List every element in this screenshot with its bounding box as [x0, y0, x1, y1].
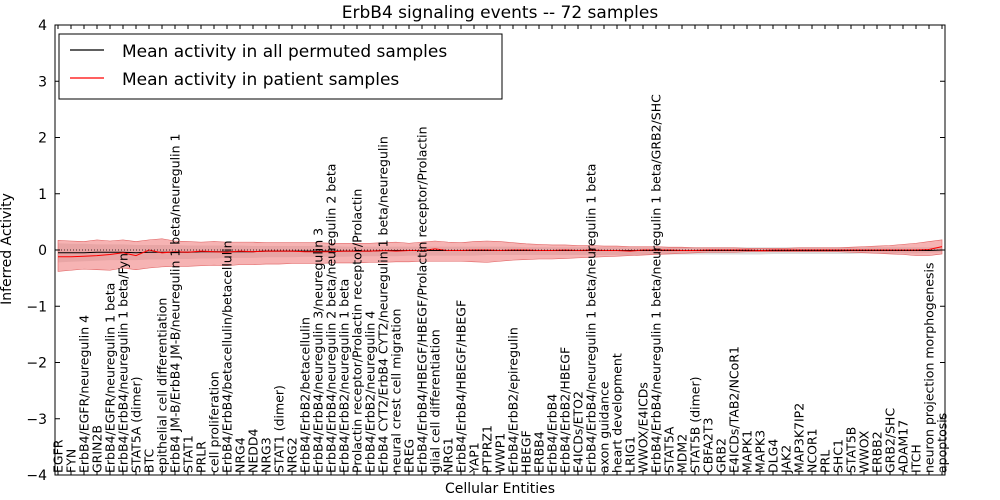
series-line-1: [58, 246, 943, 258]
y-tick-label: −1: [26, 299, 47, 315]
x-axis-label: Cellular Entities: [445, 481, 555, 497]
x-category-label: DLG4: [766, 439, 781, 473]
legend: Mean activity in all permuted samples Me…: [58, 33, 503, 100]
x-category-label: GRB2/SHC: [883, 408, 898, 473]
x-category-label: EREG: [402, 439, 417, 473]
x-category-label: ErbB4/ErbB4/neuregulin 1 beta/neuregulin…: [584, 164, 599, 473]
x-category-label: glial cell differentiation: [428, 329, 443, 473]
x-category-label: ErbB4/EGFR/neuregulin 1 beta: [103, 283, 118, 473]
x-category-label: ERBB2: [870, 431, 885, 473]
x-category-label: NRG3: [259, 437, 274, 473]
x-category-label: STAT1: [181, 435, 196, 473]
x-category-label: WWP1: [493, 433, 508, 473]
x-category-label: MAPK3: [753, 430, 768, 473]
y-tick-label: 1: [38, 187, 47, 203]
x-category-label: E4ICDs/ETO2: [571, 391, 586, 473]
x-category-label: NEDD4: [246, 429, 261, 473]
x-category-label: CBFA2T3: [701, 418, 716, 473]
x-category-label: WWOX/E4ICDs: [636, 382, 651, 473]
x-category-label: LRIG1: [623, 436, 638, 473]
x-category-label: NRG1: [441, 437, 456, 473]
x-category-label: STAT5A (dimer): [129, 377, 144, 473]
x-category-label: neural crest cell migration: [389, 309, 404, 473]
y-tick-label: −3: [26, 412, 47, 428]
x-category-label: NRG2: [285, 437, 300, 473]
x-category-label: ErbB4/ErbB2/epiregulin: [506, 327, 521, 473]
x-category-label: MDM2: [675, 434, 690, 473]
series-band-1: [57, 238, 943, 272]
x-category-label: WWOX: [857, 430, 872, 473]
x-category-label: ErbB4/ErbB2/HBEGF: [558, 347, 573, 473]
x-category-label: apoptosis: [935, 413, 950, 473]
x-category-label: HBEGF: [519, 430, 534, 473]
legend-label-patient: Mean activity in patient samples: [122, 70, 399, 90]
x-category-label: ErbB4/ErbB2/neuregulin 1 beta: [337, 279, 352, 473]
y-tick-label: −4: [26, 468, 47, 484]
x-category-label: heart development: [610, 353, 625, 473]
x-category-label: YAP1: [467, 442, 482, 474]
x-category-label: JAK2: [779, 445, 794, 474]
x-category-label: Prolactin receptor/Prolactin receptor/Pr…: [350, 189, 365, 473]
x-category-label: GRIN2B: [90, 425, 105, 473]
x-category-label: MAPK1: [740, 430, 755, 473]
x-category-label: FYN: [64, 449, 79, 473]
x-category-label: EGFR: [51, 439, 66, 473]
x-category-label: ErbB4/ErbB4: [545, 394, 560, 473]
x-category-label: STAT5B: [844, 427, 859, 473]
y-tick-label: 2: [38, 131, 47, 147]
y-tick-label: 4: [38, 18, 47, 34]
legend-label-permuted: Mean activity in all permuted samples: [122, 42, 447, 62]
x-category-label: MAP3K7IP2: [792, 403, 807, 473]
x-category-label: ErbB4/ErbB4/HBEGF/HBEGF: [454, 300, 469, 473]
x-category-label: ErbB4 JM-B/ErbB4 JM-B/neuregulin 1 beta/…: [168, 134, 183, 473]
x-category-label: ErbB4 CYT2/ErbB4 CYT2/neuregulin 1 beta/…: [376, 136, 391, 473]
x-category-label: BTC: [142, 449, 157, 473]
x-category-label: ErbB4/ErbB4/neuregulin 2 beta/neuregulin…: [324, 164, 339, 473]
y-axis-label: Inferred Activity: [0, 193, 15, 305]
y-tick-label: 0: [38, 243, 47, 259]
x-category-label: STAT5B (dimer): [688, 377, 703, 473]
x-category-label: ErbB4/ErbB2/neuregulin 4: [363, 311, 378, 473]
x-category-label: SHC1: [831, 439, 846, 473]
x-category-label: NCOR1: [805, 428, 820, 473]
x-category-label: ErbB4/ErbB2/betacellulin: [298, 317, 313, 473]
x-category-label: ErbB4/ErbB4/neuregulin 3/neuregulin 3: [311, 228, 326, 473]
x-category-label: NRG4: [233, 437, 248, 473]
x-category-label: ITCH: [909, 444, 924, 473]
x-category-label: epithelial cell differentiation: [155, 298, 170, 473]
x-category-label: ErbB4/ErbB4/neuregulin 1 beta/Fyn: [116, 253, 131, 473]
x-category-label: ErbB4/ErbB4/neuregulin 1 beta/neuregulin…: [649, 94, 664, 473]
x-category-label: PTPRZ1: [480, 425, 495, 473]
x-category-label: STAT5A: [662, 426, 677, 473]
x-category-label: ErbB4/EGFR/neuregulin 4: [77, 315, 92, 473]
x-category-label: ErbB4/ErbB4/betacellulin/betacellulin: [220, 240, 235, 473]
y-tick-label: 3: [38, 74, 47, 90]
x-category-label: cell proliferation: [207, 371, 222, 473]
x-category-label: axon guidance: [597, 381, 612, 473]
x-category-label: PRL: [818, 450, 833, 473]
x-category-label: neuron projection morphogenesis: [922, 262, 937, 473]
chart-title: ErbB4 signaling events -- 72 samples: [342, 3, 659, 23]
y-tick-label: −2: [26, 356, 47, 372]
x-category-label: PRLR: [194, 441, 209, 473]
x-category-label: STAT1 (dimer): [272, 385, 287, 473]
x-category-label: ErbB4/ErbB4/HBEGF/HBEGF/Prolactin recept…: [415, 126, 430, 473]
x-category-label: ADAM17: [896, 420, 911, 473]
legend-box: [58, 33, 503, 100]
x-category-label: E4ICDs/TAB2/NCoR1: [727, 346, 742, 473]
x-category-label: ERBB4: [532, 431, 547, 473]
x-category-label: GRB2: [714, 438, 729, 473]
